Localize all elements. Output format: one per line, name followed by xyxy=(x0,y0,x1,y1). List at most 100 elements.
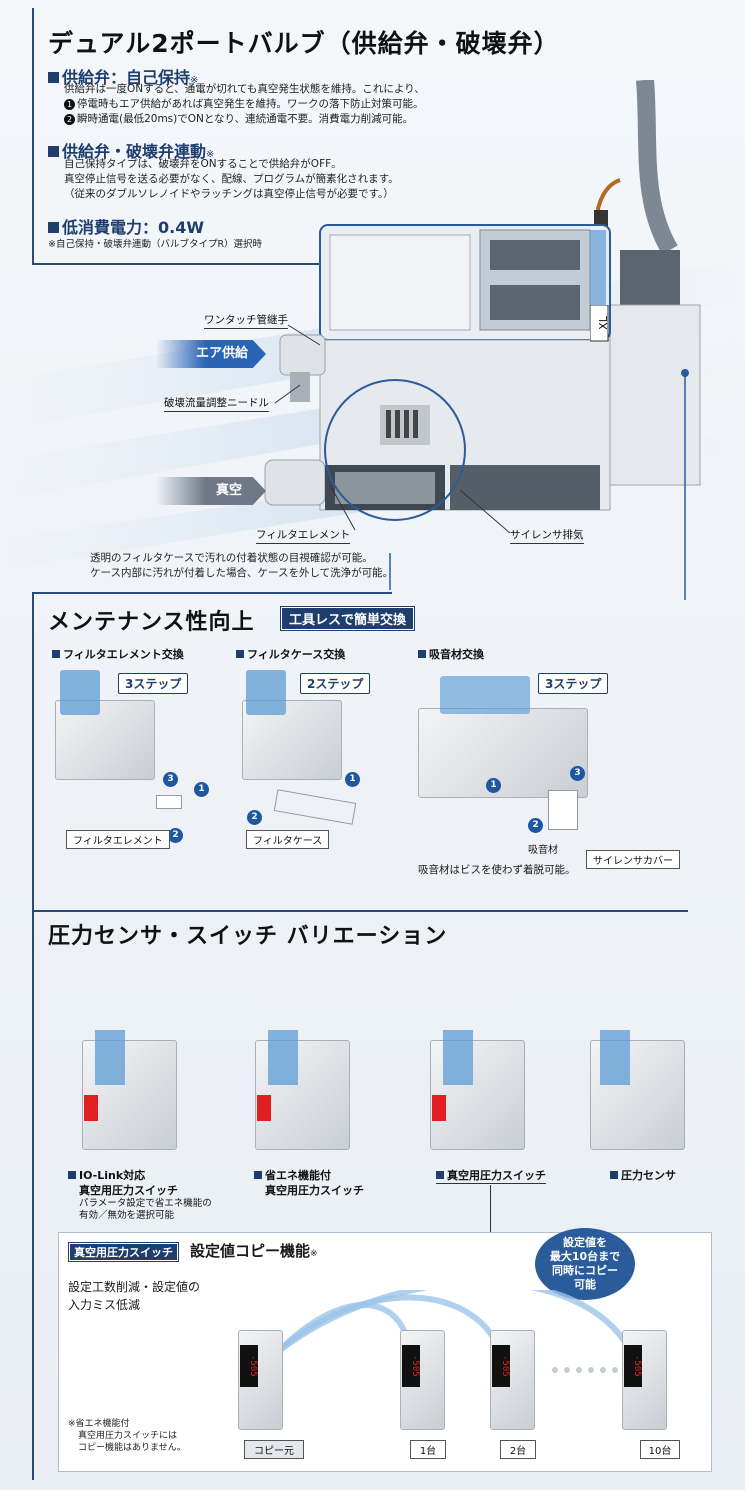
valve-blue-part xyxy=(60,670,100,715)
sub1-line2: 停電時もエア供給があれば真空発生を維持。ワークの落下防止対策可能。 xyxy=(77,98,424,110)
col1-head-text: フィルタエレメント交換 xyxy=(63,648,184,661)
square-bullet-icon xyxy=(236,650,244,658)
xl-logo: XL xyxy=(590,305,610,342)
copy-title: 設定値コピー機能※ xyxy=(190,1240,318,1261)
section2-title: メンテナンス性向上 xyxy=(48,610,255,635)
square-bullet-icon xyxy=(48,222,59,233)
valve-blue-part xyxy=(95,1030,125,1085)
filter-element-label: フィルタエレメント xyxy=(256,527,351,544)
sub2-label: 供給弁・破壊弁連動 xyxy=(62,142,207,161)
step-2-icon: 2 xyxy=(528,818,543,833)
filter-case-part xyxy=(273,789,357,825)
variation4-label: 圧力センサ xyxy=(610,1168,676,1183)
variation3-line1: 真空用圧力スイッチ xyxy=(447,1169,546,1182)
vacuum-arrow: 真空 xyxy=(156,477,266,505)
frame3-top-line xyxy=(32,910,688,912)
bubble-line4: 可能 xyxy=(574,1278,596,1291)
col3-caption: 吸音材はビスを使わず着脱可能。 xyxy=(418,864,576,876)
valve-blue-part xyxy=(440,676,530,714)
square-bullet-icon xyxy=(436,1171,444,1179)
step-1-icon: 1 xyxy=(194,782,209,797)
air-supply-arrow: エア供給 xyxy=(156,340,266,368)
copy-desc1: 設定工数削減・設定値の xyxy=(68,1280,201,1294)
sub2-heading: 供給弁・破壊弁連動※ xyxy=(48,138,214,162)
connector-dot xyxy=(681,369,689,377)
col2-steps-tag: 2ステップ xyxy=(300,673,371,694)
step-2-icon: 2 xyxy=(247,810,262,825)
sub1-label: 供給弁：自己保持 xyxy=(62,68,191,87)
bubble-line1: 設定値を xyxy=(563,1236,607,1249)
ejector-diagram xyxy=(264,80,701,521)
diagram-caption1: 透明のフィルタケースで汚れの付着状態の目視確認が可能。 xyxy=(90,552,373,564)
valve-blue-part xyxy=(246,670,286,715)
unit-display: -505 xyxy=(240,1345,258,1387)
sub2-line3: （従来のダブルソレノイドやラッチングは真空停止信号が必要です。） xyxy=(64,188,394,200)
frame-left-line xyxy=(32,8,34,264)
copy-tag: 真空用圧力スイッチ xyxy=(68,1242,179,1262)
col2-head: フィルタケース交換 xyxy=(236,647,345,662)
square-bullet-icon xyxy=(52,650,60,658)
frame-bottom-line xyxy=(32,263,322,265)
unit-label-10: 10台 xyxy=(640,1440,680,1459)
sub1-line1: 供給弁は一度ONすると、通電が切れても真空発生状態を維持。これにより、 xyxy=(64,83,425,95)
air-supply-label: エア供給 xyxy=(196,346,249,361)
step-3-icon: 3 xyxy=(570,766,585,781)
filter-element-part xyxy=(156,795,182,809)
red-display xyxy=(257,1095,271,1121)
variation1-note1: パラメータ設定で省エネ機能の xyxy=(79,1198,212,1209)
section1-title: デュアル2ポートバルブ（供給弁・破壊弁） xyxy=(48,29,560,58)
frame3-left-line xyxy=(32,910,34,1480)
unit-label-1: 1台 xyxy=(410,1440,446,1459)
variation3-connector xyxy=(490,1185,491,1233)
section3-title: 圧力センサ・スイッチ バリエーション xyxy=(48,924,448,949)
sound-absorber-part xyxy=(548,790,578,830)
section1-note: ※自己保持・破壊弁連動（バルブタイプR）選択時 xyxy=(48,239,263,250)
frame2-top-line xyxy=(32,592,392,594)
col3-head: 吸音材交換 xyxy=(418,647,484,662)
silencer-exhaust-label: サイレンサ排気 xyxy=(510,527,584,544)
ejector-manifold-device xyxy=(418,708,588,798)
sub2-line1: 自己保持タイプは、破壊弁をONすることで供給弁がOFF。 xyxy=(64,158,342,170)
col2-head-text: フィルタケース交換 xyxy=(247,648,346,661)
valve-blue-part xyxy=(443,1030,473,1085)
sub1-mark: ※ xyxy=(190,75,199,86)
sub1-line3: 瞬時通電(最低20ms)でONとなり、連続通電不要。消費電力削減可能。 xyxy=(77,113,414,125)
valve-blue-part xyxy=(600,1030,630,1085)
variation3-label: 真空用圧力スイッチ xyxy=(436,1168,546,1184)
copy-footnote: ※省エネ機能付 真空用圧力スイッチには コピー機能はありません。 xyxy=(68,1418,186,1454)
copy-note1: ※省エネ機能付 xyxy=(68,1419,130,1429)
variation1-line2: 真空用圧力スイッチ xyxy=(79,1184,178,1197)
red-display xyxy=(432,1095,446,1121)
vacuum-label: 真空 xyxy=(216,483,243,498)
copy-note3: コピー機能はありません。 xyxy=(78,1443,186,1453)
number-1-icon: 1 xyxy=(64,99,75,110)
col1-part-label: フィルタエレメント xyxy=(66,830,170,849)
variation2-line2: 真空用圧力スイッチ xyxy=(265,1184,364,1197)
square-bullet-icon xyxy=(610,1171,618,1179)
col3-head-text: 吸音材交換 xyxy=(429,648,484,661)
ejector-device-2 xyxy=(242,700,342,780)
col3-steps-tag: 3ステップ xyxy=(538,673,609,694)
sub3-heading: 低消費電力：0.4W xyxy=(48,214,204,238)
unit-display: -505 xyxy=(492,1345,510,1387)
square-bullet-icon xyxy=(48,72,59,83)
sub1-heading: 供給弁：自己保持※ xyxy=(48,64,198,88)
copy-arrows xyxy=(277,1290,633,1373)
unit-label-source: コピー元 xyxy=(244,1440,304,1459)
sub3-label: 低消費電力：0.4W xyxy=(62,218,204,237)
col3-part1-label: 吸音材 xyxy=(528,845,558,856)
variation2-line1: 省エネ機能付 xyxy=(265,1169,331,1182)
xl-logo-text: XL xyxy=(597,315,610,330)
copy-title-mark: ※ xyxy=(310,1249,318,1259)
needle-label: 破壊流量調整ニードル xyxy=(164,395,269,412)
number-2-icon: 2 xyxy=(64,114,75,125)
square-bullet-icon xyxy=(254,1171,262,1179)
col3-part2-label: サイレンサカバー xyxy=(586,850,680,869)
col1-head: フィルタエレメント交換 xyxy=(52,647,184,662)
unit-display: -505 xyxy=(402,1345,420,1387)
diagram-caption2: ケース内部に汚れが付着した場合、ケースを外して洗浄が可能。 xyxy=(90,567,394,579)
red-display xyxy=(84,1095,98,1121)
callout-lines xyxy=(274,324,686,600)
variation1-note2: 有効／無効を選択可能 xyxy=(79,1210,175,1221)
